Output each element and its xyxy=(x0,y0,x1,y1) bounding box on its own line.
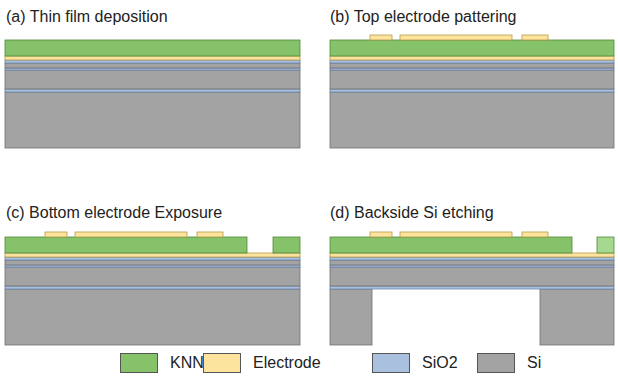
device-si-layer xyxy=(5,267,300,286)
legend-text: Electrode xyxy=(253,354,321,372)
si-layer xyxy=(330,63,614,68)
knn-film xyxy=(330,40,614,56)
bottom-electrode xyxy=(5,253,300,257)
si-layer xyxy=(5,260,300,265)
top-electrode xyxy=(197,232,223,237)
legend-swatch xyxy=(203,353,241,373)
top-electrode xyxy=(370,232,392,237)
legend-swatch xyxy=(120,353,158,373)
step-title: (c) Bottom electrode Exposure xyxy=(6,204,222,222)
top-electrode xyxy=(400,232,512,237)
step-title: (a) Thin film deposition xyxy=(6,8,168,26)
bottom-electrode xyxy=(330,253,614,257)
step-title: (b) Top electrode pattering xyxy=(330,8,516,26)
device-si-layer xyxy=(330,70,614,89)
top-electrode xyxy=(45,232,67,237)
oxide-layer xyxy=(330,60,614,63)
knn-film xyxy=(597,237,614,253)
si-substrate xyxy=(5,289,300,345)
oxide-layer xyxy=(5,257,300,260)
legend-text: Si xyxy=(527,354,541,372)
si-substrate xyxy=(5,92,300,148)
buried-oxide-layer xyxy=(5,89,300,92)
knn-film xyxy=(273,237,300,253)
knn-film xyxy=(330,237,572,253)
device-si-layer xyxy=(330,267,614,286)
buried-oxide-layer xyxy=(5,286,300,289)
legend-swatch xyxy=(372,353,410,373)
bottom-electrode xyxy=(5,56,300,60)
oxide-layer xyxy=(330,257,614,260)
knn-film xyxy=(5,40,300,56)
top-electrode xyxy=(75,232,187,237)
top-electrode xyxy=(400,35,512,40)
legend-text: KNN xyxy=(170,354,204,372)
top-electrode xyxy=(522,232,548,237)
si-layer xyxy=(330,260,614,265)
device-si-layer xyxy=(5,70,300,89)
oxide-layer xyxy=(5,60,300,63)
knn-film xyxy=(5,237,247,253)
legend-swatch xyxy=(477,353,515,373)
si-layer xyxy=(5,63,300,68)
buried-oxide-layer xyxy=(330,286,614,289)
legend-text: SiO2 xyxy=(422,354,458,372)
buried-oxide-layer xyxy=(330,89,614,92)
top-electrode xyxy=(370,35,392,40)
bottom-electrode xyxy=(330,56,614,60)
si-substrate xyxy=(330,289,372,345)
si-substrate xyxy=(540,289,614,345)
top-electrode xyxy=(522,35,548,40)
si-substrate xyxy=(330,92,614,148)
step-title: (d) Backside Si etching xyxy=(330,204,494,222)
